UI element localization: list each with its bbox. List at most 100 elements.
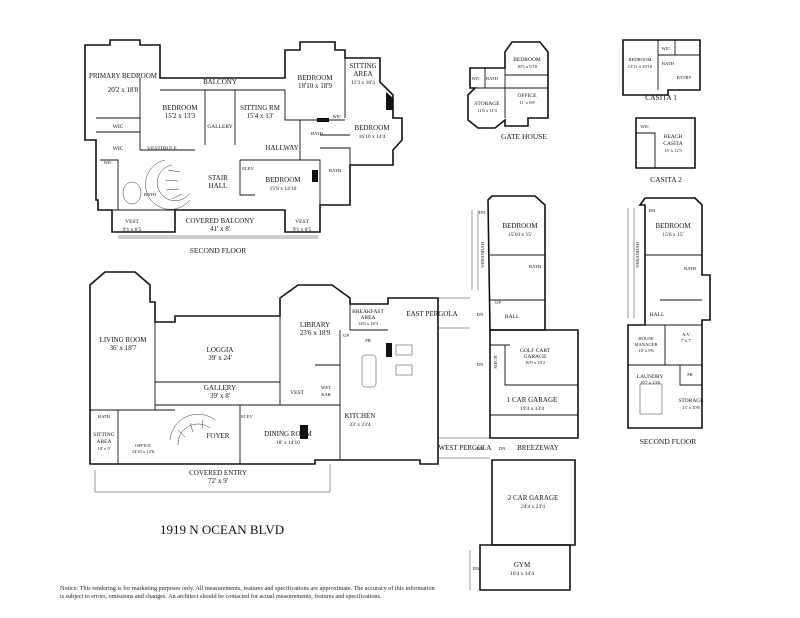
sf-wic1-label: WIC — [113, 124, 124, 130]
c2-beach-casita-label2: CASITA — [663, 141, 682, 147]
sf-bedroom-d-dim: 15'8 x 14'10 — [270, 186, 297, 192]
c2f-house-manager-label: HOUSE — [638, 336, 654, 341]
ff-covered-entry-dim: 72' x 9' — [208, 477, 228, 485]
c2f-hall-label: HALL — [650, 312, 665, 318]
sf-bedroom-b-dim: 18'10 x 18'9 — [298, 82, 333, 90]
sf-bedroom-d-label: BEDROOM — [265, 176, 301, 184]
c2f-bedroom-label: BEDROOM — [655, 222, 691, 230]
gate-house-caption: GATE HOUSE — [501, 132, 547, 141]
dn6-label: DN — [473, 566, 480, 571]
sf-elev-label: ELEV — [242, 166, 254, 171]
ff-wet-bar-label2: BAR — [321, 392, 331, 397]
pr-label: PR — [365, 338, 372, 343]
ff-loggia-dim: 39' x 24' — [208, 354, 232, 362]
sf-wic4-label: WIC — [333, 114, 342, 119]
dn4-label: DN — [477, 446, 484, 451]
c2f-dn-label: DN — [649, 208, 656, 213]
ff-wet-bar-label: WET — [321, 385, 331, 390]
casita1-plan — [622, 39, 701, 96]
sf-stair-hall-label: STAIR — [208, 174, 228, 182]
c2f-laundry-dim: 19'7 x 13'6 — [640, 380, 661, 385]
ff-gallery-label: GALLERY — [204, 384, 236, 392]
gh-bedroom-dim: 10'5 x 9'10 — [517, 64, 538, 69]
c2f-bedroom-dim: 15'6 x 15' — [662, 232, 683, 238]
ff-library-label: LIBRARY — [300, 321, 330, 329]
casita-second-floor-plan — [627, 197, 711, 429]
gw-verandah-label: VERANDAH — [480, 241, 485, 267]
ff-dining-room-label: DINING ROOM — [264, 430, 312, 438]
property-title: 1919 N OCEAN BLVD — [160, 522, 284, 537]
ff-kitchen-label: KITCHEN — [345, 412, 376, 420]
sf-wic3-label: WIC — [104, 160, 113, 165]
gw-two-car-dim: 24'4 x 23'4 — [521, 504, 545, 510]
sf-bedroom-b-label: BEDROOM — [297, 74, 333, 82]
ff-library-dim: 23'6 x 18'9 — [300, 329, 331, 337]
sf-balcony-label: BALCONY — [203, 78, 237, 86]
gw-bedroom-dim: 15'10 x 15' — [508, 232, 532, 238]
gw-golf-cart-label: GOLF CART — [520, 348, 551, 354]
sf-vest1-dim: 9'1 x 8'5 — [123, 227, 142, 233]
sf-bedroom-c-label: BEDROOM — [354, 124, 390, 132]
sf-bath1-label: BATH — [144, 192, 157, 197]
up2-label: UP — [343, 333, 349, 338]
sf-hallway-label: HALLWAY — [265, 144, 298, 152]
gw-bedroom-label: BEDROOM — [502, 222, 538, 230]
gw-one-car-dim: 19'4 x 13'4 — [520, 406, 544, 412]
sf-bedroom-a-dim: 15'2 x 13'3 — [165, 112, 196, 120]
sf-bedroom-a-label: BEDROOM — [162, 104, 198, 112]
dn1-label: DN — [479, 210, 486, 215]
sf-sitting-area-label: SITTING — [349, 62, 376, 70]
sf-bath3-label: BATH — [329, 168, 342, 173]
gh-office-label: OFFICE — [518, 93, 538, 99]
c2f-pr-label: PR — [687, 372, 694, 377]
sf-vest2-dim: 9'1 x 8'5 — [293, 227, 312, 233]
c2-beach-casita-label: BEACH — [664, 134, 683, 140]
ff-office-dim: 14'10 x 13'6 — [132, 449, 155, 454]
second-floor-right-caption: SECOND FLOOR — [640, 437, 696, 446]
gw-golf-cart-label2: GARAGE — [524, 354, 548, 360]
sf-wic2-label: WIC — [113, 146, 124, 152]
gw-two-car-label: 2 CAR GARAGE — [508, 494, 559, 502]
sf-covered-balcony-label: COVERED BALCONY — [186, 217, 255, 225]
c2f-bath-label: BATH — [684, 266, 697, 271]
gh-storage-dim: 11'6 x 11'4 — [477, 108, 497, 113]
second-floor-plan — [84, 39, 403, 239]
ff-sitting-area-label: SITTING — [93, 432, 114, 438]
ff-dining-room-dim: 18' x 14'10 — [276, 440, 300, 446]
sf-sitting-rm-label: SITTING RM — [240, 104, 281, 112]
ff-breakfast-label: BREAKFAST — [352, 309, 384, 315]
ff-loggia-label: LOGGIA — [207, 346, 234, 354]
gh-wic-label: WIC — [472, 76, 481, 81]
sf-bedroom-c-dim: 16'10 x 14'4 — [359, 134, 386, 140]
ff-living-room-dim: 36' x 18'7 — [109, 344, 137, 352]
disclaimer-notice: Notice: This rendering is for marketing … — [60, 585, 435, 600]
casita2-plan — [635, 117, 696, 169]
gw-breezeway-label: BREEZEWAY — [517, 444, 559, 452]
c1-entry-label: ENTRY — [676, 75, 692, 80]
c2f-storage-label: STORAGE — [678, 398, 704, 404]
c2f-verandah-label: VERANDAH — [635, 241, 640, 267]
c2f-house-manager-label2: MANAGER — [634, 342, 658, 347]
gh-storage-label: STORAGE — [474, 101, 500, 107]
gh-bath-label: BATH — [486, 76, 499, 81]
ff-breakfast-dim: 14'6 x 10'3 — [358, 321, 379, 326]
gw-bath-label: BATH — [529, 264, 542, 269]
ff-west-pergola-label: WEST PERGOLA — [439, 444, 492, 452]
ff-sitting-area-label2: AREA — [97, 439, 112, 445]
c2-wic-label: WIC — [641, 124, 650, 129]
gate-house-plan — [467, 41, 549, 129]
ff-living-room-label: LIVING ROOM — [100, 336, 148, 344]
sf-primary-bedroom-label: PRIMARY BEDROOM — [89, 72, 158, 80]
second-floor-caption: SECOND FLOOR — [190, 246, 246, 255]
sf-bath2-label: BATH — [311, 131, 324, 136]
gw-gym-dim: 16'4 x 14'4 — [510, 571, 534, 577]
c1-bath-label: BATH — [662, 61, 675, 66]
sf-sitting-area-dim: 11'3 x 10'3 — [351, 80, 375, 86]
ff-breakfast-label2: AREA — [361, 315, 376, 321]
ff-sitting-area-dim: 10' x 9' — [97, 446, 110, 451]
ff-office-label: OFFICE — [135, 443, 151, 448]
casita2-caption: CASITA 2 — [650, 175, 682, 184]
ff-foyer-label: FOYER — [207, 432, 230, 440]
c1-wic-label: WIC — [662, 46, 671, 51]
